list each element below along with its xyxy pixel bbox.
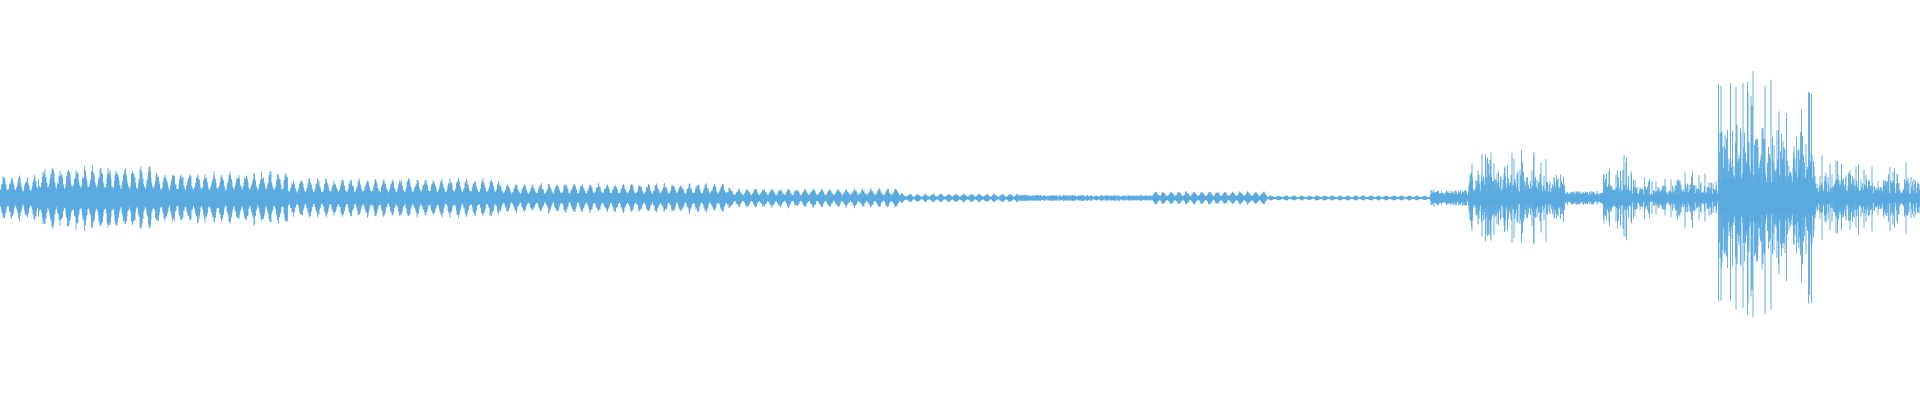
waveform-trace — [0, 71, 1920, 318]
